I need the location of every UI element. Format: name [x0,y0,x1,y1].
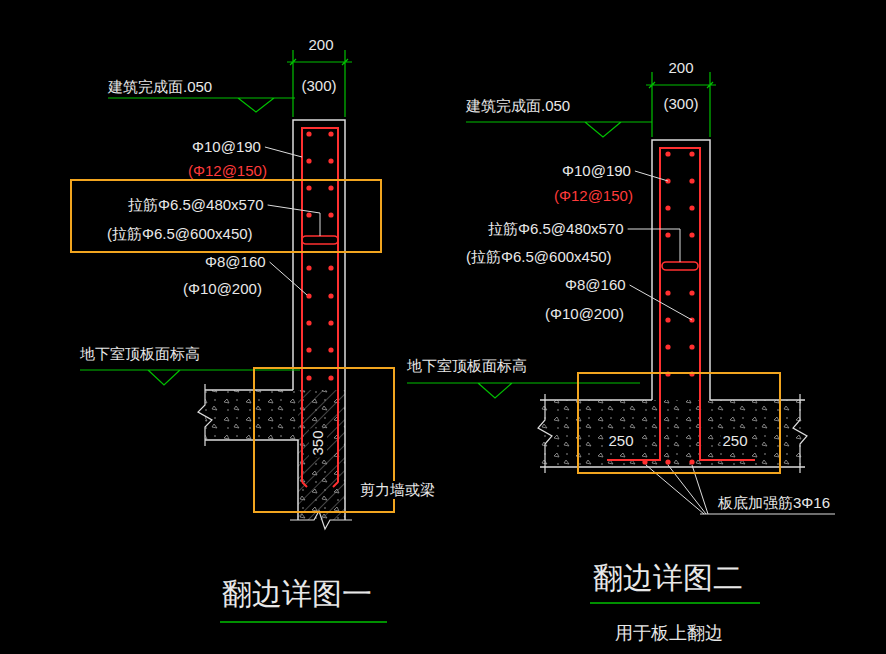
leader-line [265,147,302,157]
annotation-label: 板底加强筋3Φ16 [718,494,830,512]
elevation-symbol [466,122,652,137]
annotation-label: (Φ10@200) [183,280,262,298]
detail-title: 用于板上翻边 [615,623,723,645]
annotation-label: (Φ10@200) [545,305,624,323]
annotation-label: (拉筋Φ6.5@600x450) [466,248,612,266]
annotation-label: 地下室顶板面标高 [407,357,527,375]
rebar [302,128,338,487]
annotation-text: (拉筋Φ6.5@600x450) [107,225,253,243]
highlight-box: 250 250 [577,372,781,474]
slab-outline [205,390,298,520]
annotation-label: 200 [668,59,693,77]
title-underline [590,602,760,604]
annotation-label: 建筑完成面.050 [108,78,212,96]
tie-bar [662,262,698,270]
annotation-text: 250 [606,432,635,450]
annotation-label: (300) [663,95,698,113]
tie-bar [302,236,338,244]
annotation-label: 拉筋Φ6.5@480x570 [488,220,624,238]
annotation-label: 建筑完成面.050 [466,97,570,115]
annotation-text: 350 [309,428,327,457]
dimension-line [287,50,352,117]
annotation-label: Φ10@190 [192,138,261,156]
annotation-label: Φ8@160 [205,253,266,271]
break-line [290,511,352,529]
annotation-label: (Φ12@150) [188,162,267,180]
annotation-label: 地下室顶板面标高 [80,345,200,363]
highlight-box: 拉筋Φ6.5@480x570 (拉筋Φ6.5@600x450) [70,179,382,253]
annotation-text: 拉筋Φ6.5@480x570 [128,196,264,214]
elevation-symbol [80,370,300,385]
annotation-label: (Φ12@150) [554,187,633,205]
annotation-label: 200 [308,36,333,54]
slab-outline [540,400,805,467]
longitudinal-bars [642,151,694,464]
break-line [198,384,212,446]
annotation-label: 剪力墙或梁 [358,481,437,499]
annotation-label: Φ10@190 [562,162,631,180]
annotation-label: (300) [301,77,336,95]
slab-concrete [540,400,805,467]
dimension-line [646,72,716,137]
leader-line [268,205,320,236]
detail-title: 翻边详图二 [593,560,743,596]
elevation-symbol [108,98,295,112]
leader-line [270,262,307,295]
leader-line [628,229,680,262]
leader-line [635,171,668,181]
annotation-label: Φ8@160 [565,276,626,294]
longitudinal-bars [306,131,333,380]
slab-concrete [205,390,345,520]
detail-title: 翻边详图一 [222,576,372,612]
elevation-symbol [407,383,640,398]
title-underline [220,621,387,623]
leader-line [630,285,692,320]
annotation-text: 250 [720,432,749,450]
